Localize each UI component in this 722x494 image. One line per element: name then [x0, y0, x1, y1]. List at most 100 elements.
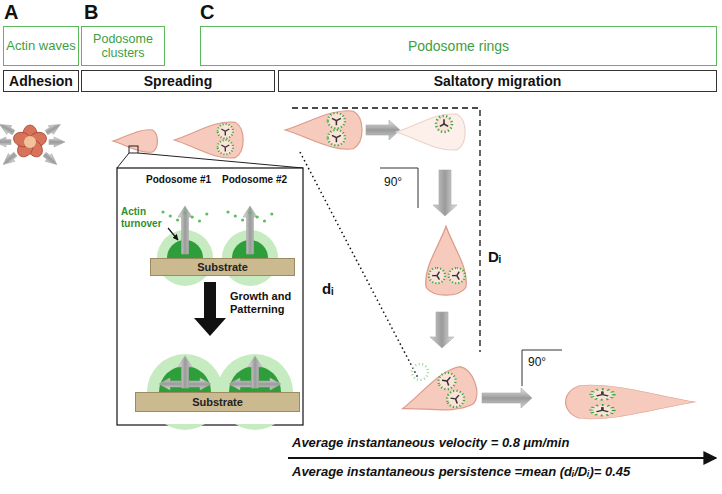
podosome-ring: [591, 389, 613, 400]
ring-spoke: [336, 118, 340, 120]
ring-spoke: [597, 395, 603, 397]
angle-label: 90°: [528, 356, 546, 370]
actin-dot: [234, 214, 237, 217]
ring-spoke: [225, 131, 226, 135]
stage-box: Spreading: [81, 70, 275, 92]
spreading-arrow: [44, 120, 63, 137]
right-angle: [522, 350, 562, 351]
cell: [285, 111, 362, 149]
podosome-ring-zone: [328, 130, 345, 145]
cell-body: [174, 122, 243, 158]
ring-spoke: [221, 145, 225, 147]
node-text: Podosome clusters: [82, 32, 164, 61]
measurement-note: Average instantaneous persistence =mean …: [292, 465, 630, 480]
actin-dot: [226, 210, 229, 213]
movement-arrow: [366, 120, 400, 140]
actin-dot: [241, 218, 244, 221]
panel-letter: C: [200, 1, 214, 24]
podosome-ring: [328, 130, 345, 145]
spreading-arrow: [0, 150, 19, 168]
podosome-ring: [429, 268, 445, 283]
podosome-ring-zone: [218, 124, 233, 138]
substrate-bar: Substrate: [135, 392, 300, 412]
podosome-ring-zone: [328, 113, 345, 128]
actin-dot: [198, 219, 201, 222]
inset-ground: [118, 412, 302, 424]
growth-arrow: [178, 206, 192, 254]
podosome-ring: [436, 116, 452, 132]
podosome-ring: [445, 388, 467, 409]
process-label: Growth and Patterning: [230, 290, 300, 315]
phase-box: Actin waves: [3, 26, 79, 66]
actin-dot: [248, 211, 251, 214]
actin-dot: [183, 211, 186, 214]
actin-dot: [256, 215, 259, 218]
ring-spoke: [442, 379, 447, 383]
growth-arrow: [159, 378, 181, 390]
ring-spoke: [452, 275, 457, 276]
podosome-ring-zone: [436, 116, 452, 132]
podosome-ring: [436, 370, 458, 391]
ring-spoke: [457, 276, 459, 280]
ring-spoke: [225, 147, 226, 151]
turnover-arrow: [168, 228, 178, 240]
ring-spoke: [437, 276, 439, 280]
node-text: Actin waves: [6, 39, 75, 54]
part-label: Podosome #2: [222, 174, 287, 186]
cell-body: [396, 114, 465, 150]
phase-box: Podosome rings: [200, 26, 717, 66]
podosome-ring-zone: [436, 117, 451, 131]
ring-spoke: [221, 129, 225, 131]
ring-spoke: [447, 381, 449, 386]
stage-box: Saltatory migration: [278, 70, 717, 92]
stage-box: Adhesion: [3, 70, 79, 92]
node-text: Podosome rings: [408, 38, 509, 54]
ring-spoke: [456, 399, 458, 404]
phase-box: Podosome clusters: [81, 26, 165, 66]
podosome-ring-zone: [436, 370, 458, 391]
cell: [396, 114, 465, 150]
measurement-note: Average instantaneous velocity = 0.8 µm/…: [292, 436, 569, 451]
podosome-ring: [591, 405, 613, 416]
movement-arrow: [482, 388, 532, 408]
podosome-ring-zone: [445, 388, 467, 409]
ring-spoke: [336, 121, 338, 126]
actin-dot: [205, 212, 208, 215]
growth-arrow: [243, 206, 257, 254]
panel-letter: B: [84, 1, 98, 24]
ring-spoke: [332, 135, 336, 137]
angle-label: 90°: [384, 176, 402, 190]
ring-spoke: [225, 145, 229, 147]
spreading-arrow: [0, 137, 11, 147]
podosome-ring: [449, 268, 465, 283]
growth-arrow: [229, 378, 251, 390]
node-text: Substrate: [192, 396, 243, 409]
node-text: Saltatory migration: [434, 73, 562, 89]
cell-body: [113, 130, 158, 153]
ring-spoke: [225, 129, 229, 131]
actin-dot: [161, 210, 164, 213]
ring-spoke: [443, 119, 445, 124]
part-label: Podosome #1: [146, 174, 211, 186]
cell: [566, 385, 696, 419]
podosome-ring: [412, 364, 428, 380]
podosome-ring-zone: [218, 140, 233, 154]
process-label: Actin turnover: [121, 206, 171, 229]
cell-body: [566, 385, 696, 419]
ring-spoke: [440, 124, 444, 126]
podosome-ring: [218, 140, 233, 154]
actin-dot: [176, 218, 179, 221]
node-text: Spreading: [144, 73, 212, 89]
adhering-cell: [12, 125, 49, 160]
podosome-ring: [328, 113, 345, 128]
actin-dot: [191, 215, 194, 218]
zoom-line: [117, 153, 129, 168]
distance-label: dᵢ: [322, 280, 333, 297]
right-angle: [380, 168, 418, 208]
actin-dot: [169, 214, 172, 217]
axis-arrow: [288, 457, 716, 459]
ring-spoke: [332, 118, 336, 120]
spreading-arrow: [0, 120, 16, 137]
growth-arrow: [189, 378, 211, 390]
